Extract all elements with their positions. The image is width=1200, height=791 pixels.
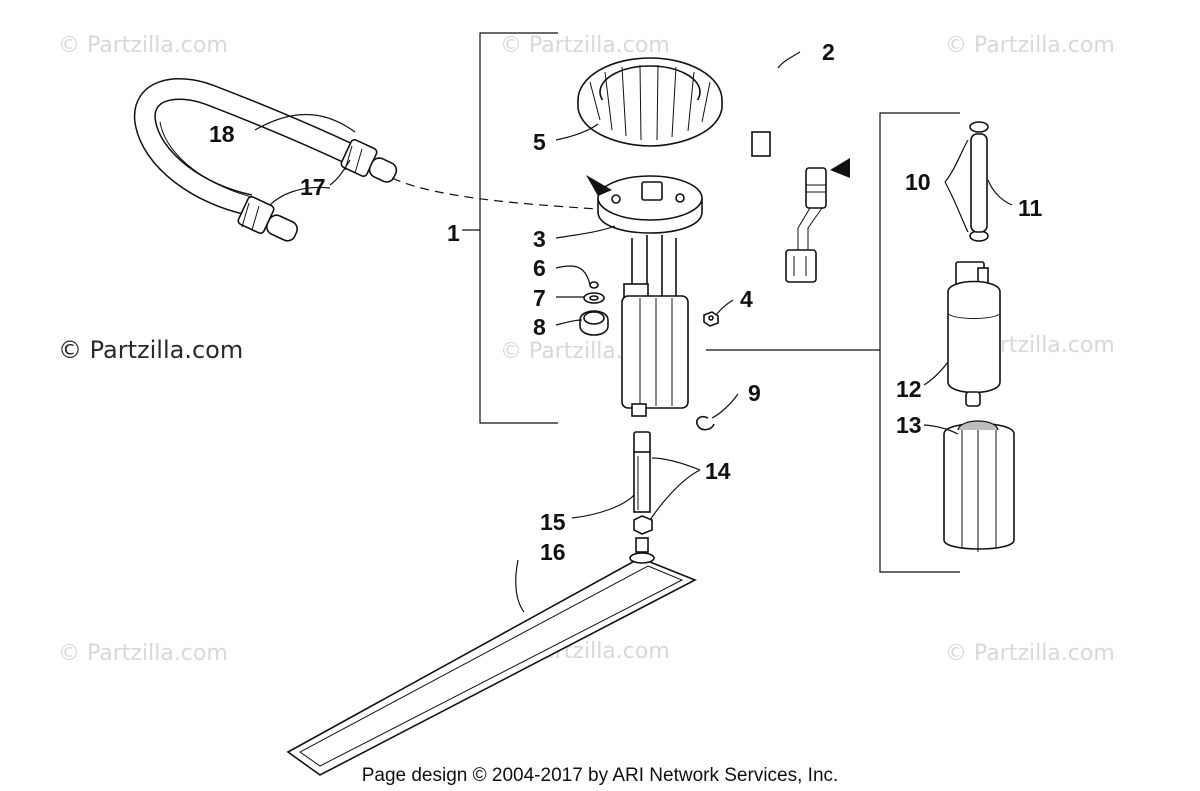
part-18-fuel-hose xyxy=(133,78,357,216)
part-6-clip xyxy=(589,281,599,289)
part-5-lock-ring xyxy=(577,57,723,147)
watermark-bottom-right: © Partzilla.com xyxy=(945,641,1115,666)
watermark-top-left: © Partzilla.com xyxy=(58,33,228,58)
harness-sleeve xyxy=(805,167,827,209)
callout-13: 13 xyxy=(896,412,922,438)
direction-arrow-right xyxy=(830,158,850,178)
callout-18: 18 xyxy=(209,121,235,147)
callout-8: 8 xyxy=(533,314,546,340)
callout-1: 1 xyxy=(447,220,460,246)
harness-plug-lower xyxy=(785,249,817,283)
copyright-footer: Page design © 2004-2017 by ARI Network S… xyxy=(362,765,839,786)
part-3-pump-flange xyxy=(586,175,703,234)
part-13-pump-sleeve xyxy=(943,420,1015,552)
part-4-nut xyxy=(703,311,719,327)
leader-lines xyxy=(254,51,1013,613)
callout-10: 10 xyxy=(905,169,931,195)
callout-11: 11 xyxy=(1018,195,1043,221)
pump-assembly-body xyxy=(621,235,689,417)
watermark-bottom-left: © Partzilla.com xyxy=(58,641,228,666)
part-2-wire-harness xyxy=(751,60,850,283)
hose-routing-dashed xyxy=(391,177,613,211)
watermark-top-center: © Partzilla.com xyxy=(500,33,670,58)
part-8-float xyxy=(579,310,609,336)
callout-7: 7 xyxy=(533,285,546,311)
flange-connector xyxy=(641,181,663,201)
watermark-prominent: © Partzilla.com xyxy=(58,336,243,364)
part-16-pickup-strip xyxy=(286,537,697,776)
callout-12: 12 xyxy=(896,376,922,402)
part-12-fuel-pump xyxy=(947,261,1001,407)
callout-9: 9 xyxy=(748,380,761,406)
callout-4: 4 xyxy=(740,286,753,312)
bracket-pump-kit xyxy=(706,112,960,573)
part-11-short-hose xyxy=(970,133,988,233)
part-14-nut xyxy=(633,515,653,535)
direction-arrow-left xyxy=(586,175,612,196)
callout-6: 6 xyxy=(533,255,546,281)
callout-15: 15 xyxy=(540,509,566,535)
callout-2: 2 xyxy=(822,39,835,65)
part-9-clip xyxy=(695,415,715,431)
callout-16: 16 xyxy=(540,539,566,565)
callout-14: 14 xyxy=(705,458,731,484)
callout-3: 3 xyxy=(533,226,546,252)
watermark-top-right: © Partzilla.com xyxy=(945,33,1115,58)
callout-numbers: 1 2 3 4 5 6 7 8 9 10 11 12 13 14 15 16 1… xyxy=(209,39,1043,565)
bracket-assembly-1 xyxy=(462,32,558,424)
part-7-washer xyxy=(583,292,605,304)
callout-17: 17 xyxy=(300,174,326,200)
part-15-stud xyxy=(633,431,651,513)
callout-5: 5 xyxy=(533,129,546,155)
fitting-lower xyxy=(237,196,298,242)
harness-plug-upper xyxy=(751,131,771,157)
